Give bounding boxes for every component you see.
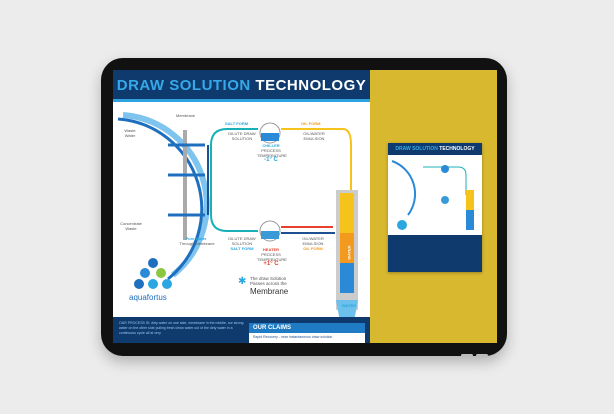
note-line2: Passes across the [250,281,287,286]
star-icon: ✱ [238,276,247,287]
claim-item: Rapid Recovery - near instantaneous draw… [253,335,333,339]
mini-title-part1: DRAW SOLUTION [395,146,438,152]
water-column-label: WATER [346,245,352,260]
water-label: WATER [341,303,357,308]
salt-form-bottom-label: SALT FORM [230,246,254,251]
mini-title-part2: TECHNOLOGY [439,146,475,152]
volume-button[interactable] [476,354,488,357]
chiller-sub: PROCESS TEMPERATURE [257,148,287,158]
salt-form-label: SALT FORM [225,121,249,126]
dilute-bottom-label: DILUTE DRAW SOLUTION [228,236,256,246]
oil-water-bottom-label: OIL/WATER EMULSION [302,236,324,246]
chiller-temp: -1° C [264,157,278,163]
concentrate-waste-label: Concentrate Waste [120,221,142,231]
process-text: OUR PROCESS IS: dirty water on one side,… [119,321,244,335]
oil-form-bottom-label: OIL FORM [303,246,323,251]
note-line3: Membrane [250,287,289,296]
oil-form-label: OIL FORM [301,121,321,126]
mini-footer [388,235,482,272]
aquafortus-logo-icon [134,258,172,289]
poster-title: DRAW SOLUTION TECHNOLOGY [113,70,370,102]
oil-water-label: OIL/WATER EMULSION [303,131,325,141]
claims-box: OUR CLAIMS Rapid Recovery - near instant… [249,323,365,343]
yellow-panel: DRAW SOLUTION TECHNOLOGY [370,70,497,343]
pure-water-label: Pure Water [185,236,207,241]
heater-sub: PROCESS TEMPERATURE [257,252,287,262]
note-line1: The draw Solution [250,276,287,281]
claims-title: OUR CLAIMS [249,323,365,333]
heater-temp: +1° C [263,261,279,267]
tablet-screen: DRAW SOLUTION TECHNOLOGY Membrane Waste … [113,70,497,343]
volume-button[interactable] [461,354,473,357]
aquafortus-logo-text: aquafortus [129,293,167,302]
membrane-label: Membrane [176,113,196,118]
mini-title: DRAW SOLUTION TECHNOLOGY [388,143,482,155]
mini-poster[interactable]: DRAW SOLUTION TECHNOLOGY [388,143,482,272]
waste-water-label: Waste Water [124,128,136,138]
poster: DRAW SOLUTION TECHNOLOGY Membrane Waste … [113,70,370,343]
heater-label: HEATER [262,247,280,252]
through-membrane-label: Through Membrane [179,241,215,246]
title-part1: DRAW SOLUTION [116,77,251,94]
chiller-label: CHILLER [262,143,280,148]
process-diagram [117,112,358,320]
dilute-label: DILUTE DRAW SOLUTION [228,131,256,141]
title-part2: TECHNOLOGY [255,77,367,94]
mini-diagram [391,160,474,230]
poster-footer: OUR PROCESS IS: dirty water on one side,… [113,317,370,343]
